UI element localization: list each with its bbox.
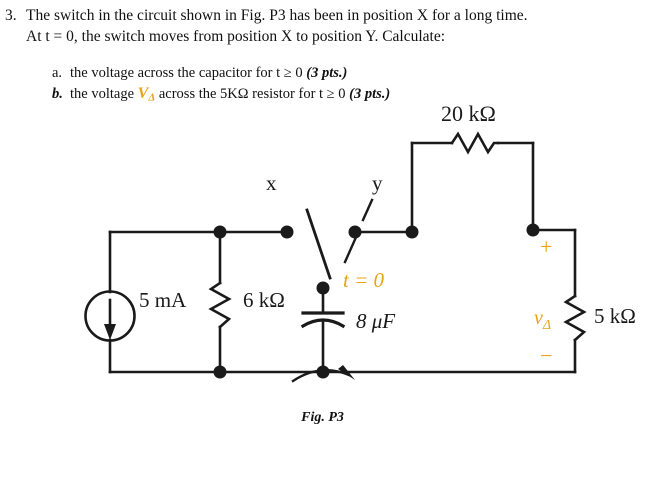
capacitor-plate-bottom: [300, 318, 346, 329]
sub-question-a-points: (3 pts.): [306, 65, 348, 81]
sub-question-b-letter: b.: [52, 86, 63, 102]
resistor-6k-label: 6 kΩ: [243, 288, 285, 312]
resistor-5k-symbol: [563, 294, 587, 342]
switch-terminal-x-label: x: [266, 171, 277, 195]
node-dot-right: [526, 223, 540, 237]
figure-caption-text: Fig. P3: [301, 410, 344, 425]
sub-question-b-text-after: across the 5KΩ resistor for t ≥ 0: [155, 86, 350, 102]
polarity-plus-label: +: [540, 234, 552, 259]
v-delta-symbol: VΔ: [137, 85, 156, 104]
switch-ghost-blade-upper: [361, 198, 374, 222]
switch-terminal-y-label: y: [372, 171, 383, 195]
switch-blade: [305, 208, 332, 280]
sub-question-a: a. the voltage across the capacitor for t…: [52, 64, 347, 83]
question-line-2: At t = 0, the switch moves from position…: [26, 28, 446, 45]
sub-question-a-text: the voltage across the capacitor for t ≥…: [70, 65, 307, 81]
switch-time-label: t = 0: [343, 268, 385, 292]
resistor-20k-symbol: [450, 131, 500, 155]
node-dot-bottom-mid: [316, 365, 330, 379]
node-dot-switch-pivot: [316, 281, 330, 295]
v-delta-circuit-letter: v: [534, 307, 543, 329]
sub-question-b: b. the voltage VΔ across the 5KΩ resistor…: [52, 84, 390, 107]
v-delta-circuit-subscript: Δ: [542, 318, 551, 333]
node-dot-switch-y: [348, 225, 362, 239]
polarity-minus-label: −: [540, 343, 552, 368]
node-dot-a: [213, 225, 227, 239]
node-dots: [213, 223, 540, 379]
current-source-symbol: [84, 290, 136, 342]
switch-motion-arrowhead: [338, 365, 355, 380]
question-line-1: The switch in the circuit shown in Fig. …: [26, 7, 528, 24]
v-delta-letter: V: [137, 85, 149, 102]
sub-question-a-letter: a.: [52, 65, 63, 81]
resistor-20k-label: 20 kΩ: [441, 101, 496, 126]
sub-question-b-points: (3 pts.): [349, 86, 391, 102]
current-source-label: 5 mA: [139, 288, 187, 312]
resistor-5k-label: 5 kΩ: [594, 304, 636, 328]
switch-ghost-blade-lower: [343, 233, 359, 264]
resistor-6k-symbol: [208, 281, 232, 329]
sub-question-b-text-before: the voltage: [70, 86, 138, 102]
node-dot-bottom-left: [213, 365, 227, 379]
figure-caption: Fig. P3: [0, 410, 655, 426]
circuit-diagram: 5 mA 6 kΩ 20 kΩ 5 kΩ 8 μF x y t = 0 + − …: [84, 101, 636, 383]
node-dot-switch-x: [280, 225, 294, 239]
node-dot-d: [405, 225, 419, 239]
current-source-arrowhead: [104, 324, 116, 340]
question-number: 3.: [5, 7, 17, 24]
capacitor-label: 8 μF: [356, 309, 395, 333]
v-delta-subscript: Δ: [148, 91, 156, 104]
v-delta-circuit-label: vΔ: [534, 307, 551, 333]
